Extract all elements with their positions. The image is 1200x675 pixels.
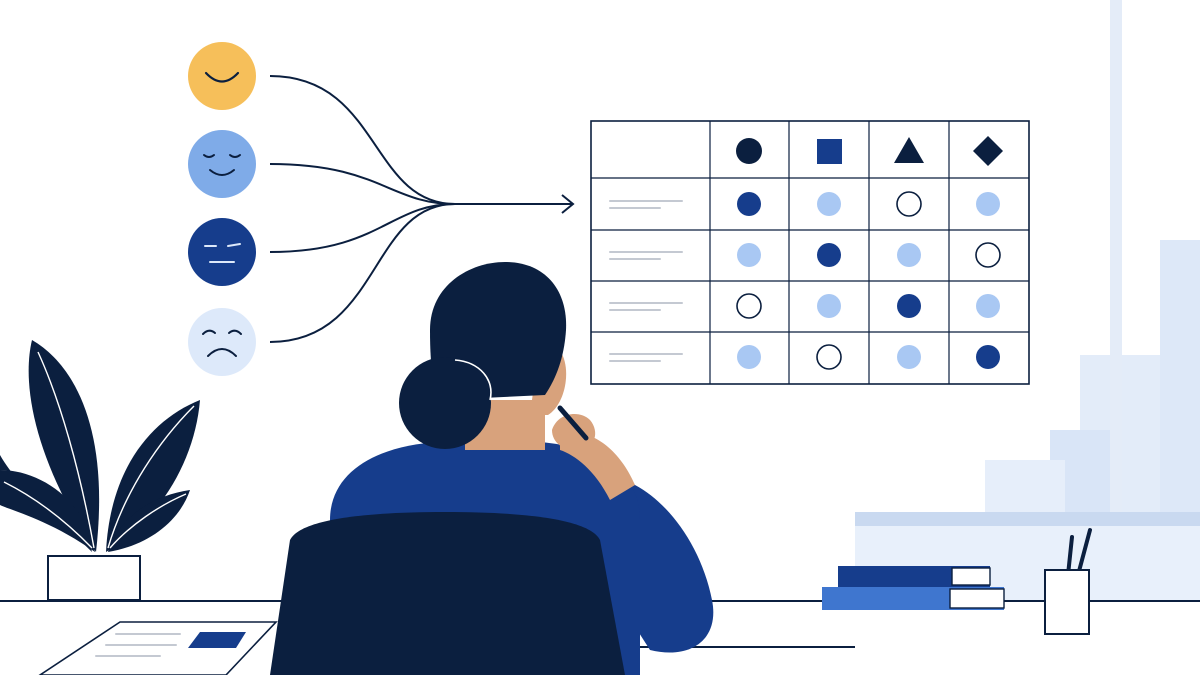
evaluation-matrix xyxy=(590,120,1030,385)
happy-face-icon xyxy=(188,42,256,110)
person-arm xyxy=(618,478,714,653)
potted-plant xyxy=(0,340,200,601)
converging-lines xyxy=(269,75,575,343)
emotion-faces xyxy=(188,42,256,376)
person-hair-bun xyxy=(399,357,491,449)
matrix-cell-light-dot xyxy=(897,345,921,369)
window-skyline-tall xyxy=(1160,240,1200,520)
matrix-cell-navy-dot xyxy=(897,294,921,318)
office-chair-back xyxy=(270,512,625,675)
matrix-cell-navy-dot xyxy=(817,243,841,267)
matrix-header-shapes xyxy=(736,136,1003,166)
pen-holder xyxy=(1044,528,1092,635)
pen-in-hand xyxy=(557,405,589,441)
content-face-icon xyxy=(188,130,256,198)
plant-stems xyxy=(3,351,195,549)
plant-leaf-upper-left xyxy=(28,340,100,552)
pen-cup xyxy=(1044,569,1090,635)
hair-tie-highlight xyxy=(454,359,492,401)
line-from-happy xyxy=(269,75,456,205)
plant-leaf-lower-right xyxy=(108,490,190,552)
triangle-icon xyxy=(894,137,924,163)
matrix-cell-light-dot xyxy=(737,345,761,369)
plant-pot xyxy=(47,555,141,601)
window-panel xyxy=(855,0,1200,600)
matrix-grid-lines xyxy=(591,121,1029,384)
plant-leaf-lower-left-2 xyxy=(0,470,95,552)
desk-paper xyxy=(38,621,278,675)
square-icon xyxy=(817,139,842,164)
matrix-row-labels xyxy=(609,200,683,362)
book-bottom-pages xyxy=(949,588,1005,609)
window-sill xyxy=(855,512,1200,526)
matrix-cell-light-dot xyxy=(976,294,1000,318)
matrix-cell-navy-dot xyxy=(737,192,761,216)
matrix-cell-light-dot xyxy=(897,243,921,267)
matrix-cell-empty-dot xyxy=(816,344,842,370)
book-stack xyxy=(822,566,1005,610)
matrix-cells xyxy=(736,191,1001,370)
person-hand xyxy=(552,414,596,451)
plant-leaf-upper-right xyxy=(106,400,200,552)
book-top-pages xyxy=(951,567,991,586)
matrix-cell-empty-dot xyxy=(896,191,922,217)
plant-leaves xyxy=(0,340,200,552)
neutral-face-icon xyxy=(188,218,256,286)
line-from-content xyxy=(269,163,456,205)
matrix-border xyxy=(590,120,1030,385)
window-skyline-low xyxy=(985,460,1065,520)
window-frame-vertical xyxy=(1110,0,1122,600)
matrix-cell-light-dot xyxy=(737,243,761,267)
matrix-cell-empty-dot xyxy=(736,293,762,319)
arrow-head-icon xyxy=(561,194,575,214)
matrix-cell-light-dot xyxy=(817,192,841,216)
sad-face-icon xyxy=(188,308,256,376)
matrix-cell-navy-dot xyxy=(976,345,1000,369)
matrix-cell-light-dot xyxy=(976,192,1000,216)
line-from-neutral xyxy=(269,203,456,253)
matrix-cell-light-dot xyxy=(817,294,841,318)
line-from-sad xyxy=(269,203,456,343)
matrix-cell-empty-dot xyxy=(975,242,1001,268)
diamond-icon xyxy=(973,136,1003,166)
circle-icon xyxy=(736,138,762,164)
paper-blue-block xyxy=(188,632,246,648)
